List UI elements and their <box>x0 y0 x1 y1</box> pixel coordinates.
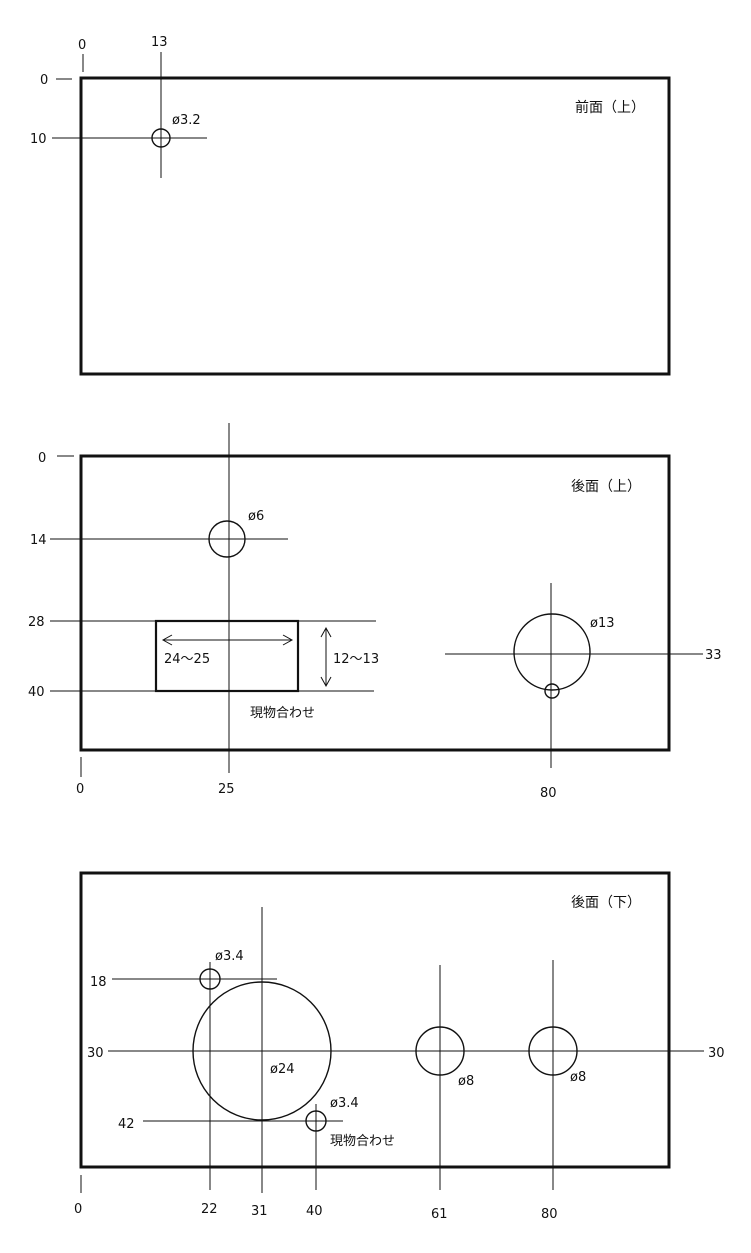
rear-lower-hole-61 <box>415 1026 465 1076</box>
rear-upper-x-zero-label: 0 <box>76 782 84 797</box>
rear-upper-hole-13 <box>513 613 591 691</box>
rear-lower-x-b-label: 31 <box>251 1204 268 1219</box>
front-upper-hole <box>151 128 171 148</box>
rear-lower-title: 後面（下） <box>571 895 641 911</box>
rear-lower-hole-top <box>199 968 221 990</box>
rear-upper-outline <box>79 454 671 752</box>
rear-upper-title: 後面（上） <box>571 479 641 495</box>
rear-lower-hole-80-label: ø8 <box>570 1070 586 1085</box>
rear-lower-hole-bottom-label: ø3.4 <box>330 1096 359 1111</box>
rear-upper-fit-note: 現物合わせ <box>250 706 315 721</box>
front-upper-y-hole-label: 10 <box>30 132 47 147</box>
rear-upper-y-hole-label: 14 <box>30 533 47 548</box>
front-upper-outline <box>79 76 671 376</box>
front-upper-hole-label: ø3.2 <box>172 113 201 128</box>
rear-upper-width-arrowhead-left <box>161 634 173 646</box>
rear-upper-x-80-label: 80 <box>540 786 557 801</box>
front-upper-x-zero-label: 0 <box>78 38 86 53</box>
front-upper-y-zero-label: 0 <box>40 73 48 88</box>
rear-lower-x-d-label: 61 <box>431 1207 448 1222</box>
front-upper-title: 前面（上） <box>575 99 645 116</box>
rear-upper-height-arrowhead-bottom <box>320 676 332 688</box>
rear-lower-hole-80 <box>528 1026 578 1076</box>
rear-lower-hole-61-label: ø8 <box>458 1074 474 1089</box>
front-upper-x-hole-label: 13 <box>151 35 168 50</box>
rear-lower-y-center-label: 30 <box>87 1046 104 1061</box>
rear-upper-hole-13-pin <box>544 683 560 699</box>
rear-upper-cutout-width-label: 24～25 <box>164 652 210 667</box>
rear-lower-x-c-label: 40 <box>306 1204 323 1219</box>
rear-lower-outline <box>79 871 671 1169</box>
rear-lower-x-a-label: 22 <box>201 1202 218 1217</box>
rear-lower-hole-big <box>192 981 332 1121</box>
rear-upper-cutout <box>154 619 300 693</box>
rear-upper-height-arrowhead-top <box>320 626 332 638</box>
rear-upper-panel: 後面（上） 0 0 25 14 ø6 28 40 24～25 12～13 現物合… <box>28 423 722 801</box>
rear-upper-x-center-label: 25 <box>218 782 235 797</box>
rear-lower-hole-top-label: ø3.4 <box>215 949 244 964</box>
rear-upper-hole-13-label: ø13 <box>590 616 615 631</box>
rear-lower-panel: 後面（下） 0 18 30 42 30 ø3.4 ø24 ø3.4 現物合わせ … <box>74 871 725 1222</box>
rear-lower-y-top-label: 18 <box>90 975 107 990</box>
rear-lower-x-zero-label: 0 <box>74 1202 82 1217</box>
rear-upper-y-cut-bottom-label: 40 <box>28 685 45 700</box>
rear-upper-cutout-height-label: 12～13 <box>333 652 379 667</box>
front-upper-panel: 前面（上） 0 0 13 10 ø3.2 <box>30 35 671 376</box>
rear-lower-right-y-label: 30 <box>708 1046 725 1061</box>
rear-upper-hole-6-label: ø6 <box>248 509 264 524</box>
rear-upper-y-zero-label: 0 <box>38 451 46 466</box>
rear-upper-hole-6 <box>208 520 246 558</box>
rear-lower-x-e-label: 80 <box>541 1207 558 1222</box>
rear-upper-y-cut-top-label: 28 <box>28 615 45 630</box>
rear-lower-fit-note: 現物合わせ <box>330 1134 395 1149</box>
rear-lower-y-bottom-label: 42 <box>118 1117 135 1132</box>
rear-upper-right-y-label: 33 <box>705 648 722 663</box>
rear-lower-hole-big-label: ø24 <box>270 1062 295 1077</box>
rear-upper-width-arrowhead-right <box>282 634 294 646</box>
rear-lower-hole-bottom <box>305 1110 327 1132</box>
